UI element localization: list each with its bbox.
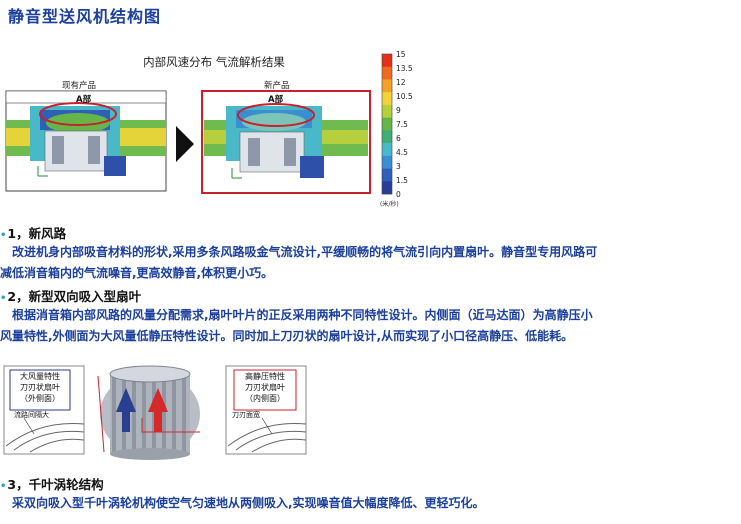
scale-swatch <box>382 104 392 118</box>
scale-tick-label: 7.5 <box>396 120 408 129</box>
region-a-label-left: A部 <box>76 94 92 105</box>
scale-swatch <box>382 130 392 144</box>
bullet-dot-icon: • <box>0 293 7 304</box>
scale-swatch <box>382 79 392 93</box>
scale-tick-label: 9 <box>396 106 401 115</box>
scale-tick-label: 6 <box>396 134 401 143</box>
section-2-title: 新型双向吸入型扇叶 <box>28 289 142 304</box>
fan-blade-figure: 大风量特性 刀刃状扇叶 （外侧面） 流路间隔大 高静压特性 刀刃状扇叶 （内侧面… <box>3 365 307 460</box>
section-3-heading: •3，千叶涡轮结构 <box>0 474 104 493</box>
scale-tick-label: 12 <box>396 78 406 87</box>
existing-product-label: 现有产品 <box>62 80 96 91</box>
scale-swatch <box>382 117 392 131</box>
inner-box-line-2: 刀刃状扇叶 <box>245 382 285 392</box>
region-a-label-right: A部 <box>268 94 284 105</box>
scale-tick-label: 10.5 <box>396 92 413 101</box>
airflow-figure-title: 内部风速分布 气流解析结果 <box>143 55 285 69</box>
existing-product-simulation <box>5 90 167 192</box>
outer-box-line-3: （外侧面） <box>20 393 60 403</box>
scale-tick-label: 3 <box>396 162 401 171</box>
bullet-dot-icon: • <box>0 481 7 492</box>
bullet-dot-icon: • <box>0 230 7 241</box>
section-1-line-2: 减低消音箱内的气流噪音,更高效静音,体积更小巧。 <box>0 266 274 280</box>
scale-tick-label: 4.5 <box>396 148 408 157</box>
velocity-color-scale: 15 13.5 12 10.5 9 7.5 6 4.5 3 1.5 0 <box>381 50 413 199</box>
scale-tick-label: 15 <box>396 50 406 59</box>
airflow-analysis-figure: 内部风速分布 气流解析结果 现有产品 A部 新产品 <box>5 50 413 208</box>
scale-tick-label: 1.5 <box>396 176 408 185</box>
scale-swatch <box>382 54 392 68</box>
comparison-arrow-icon <box>176 126 194 162</box>
section-1-title: 新风路 <box>28 226 67 241</box>
scale-swatch <box>382 66 392 80</box>
section-2-line-2: 风量特性,外侧面为大风量低静压特性设计。同时加上刀刃状的扇叶设计,从而实现了小口… <box>0 329 574 343</box>
inner-blade-panel <box>225 365 307 455</box>
section-2-line-1: 根据消音箱内部风路的风量分配需求,扇叶叶片的正反采用两种不同特性设计。内侧面（近… <box>12 308 593 322</box>
scale-swatch <box>382 168 392 182</box>
outer-blade-annotation: 流路间隔大 <box>14 410 49 419</box>
outer-box-line-1: 大风量特性 <box>20 371 60 381</box>
page-title: 静音型送风机结构图 <box>8 7 162 26</box>
inner-box-line-1: 高静压特性 <box>245 371 285 381</box>
section-1-heading: •1，新风路 <box>0 223 66 242</box>
scale-swatch <box>382 143 392 157</box>
section-2-heading: •2，新型双向吸入型扇叶 <box>0 286 141 305</box>
fan-wheel-image <box>100 365 200 460</box>
scale-border <box>381 53 393 195</box>
section-2-number: 2， <box>7 289 29 304</box>
new-product-label: 新产品 <box>264 80 290 91</box>
new-product-simulation <box>201 90 371 194</box>
section-1-number: 1， <box>7 226 29 241</box>
scale-tick-label: 0 <box>396 190 401 199</box>
outer-box-line-2: 刀刃状扇叶 <box>20 382 60 392</box>
section-3-title: 千叶涡轮结构 <box>28 477 104 492</box>
scale-tick-label: 13.5 <box>396 64 413 73</box>
section-3-number: 3， <box>7 477 29 492</box>
scale-swatch <box>382 92 392 106</box>
inner-box-line-3: （内侧面） <box>245 393 285 403</box>
velocity-scale-unit: (米/秒) <box>380 200 399 208</box>
section-3-line-1: 采双向吸入型千叶涡轮机构使空气匀速地从两侧吸入,实现噪音值大幅度降低、更轻巧化。 <box>12 496 485 510</box>
section-1-line-1: 改进机身内部吸音材料的形状,采用多条风路吸金气流设计,平缓顺畅的将气流引向内置扇… <box>12 245 598 259</box>
scale-swatch <box>382 155 392 169</box>
scale-swatch <box>382 181 392 195</box>
outer-blade-panel <box>3 365 85 455</box>
inner-blade-annotation: 刀刃面宽 <box>232 410 260 419</box>
